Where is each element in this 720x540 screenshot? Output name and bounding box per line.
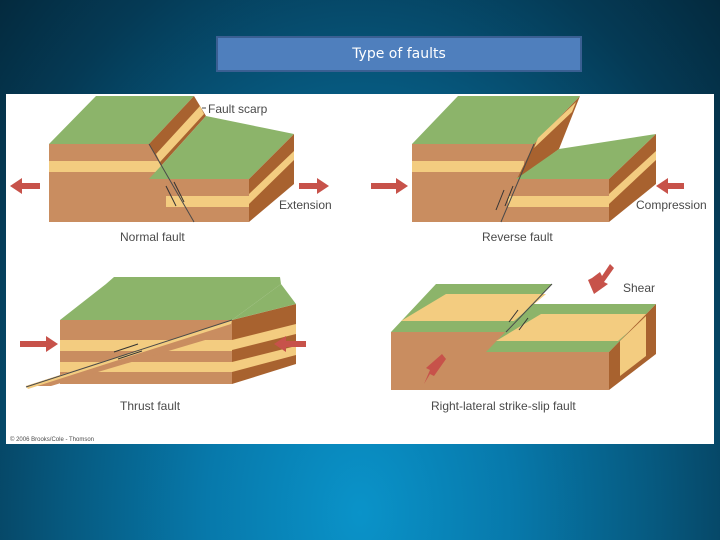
reverse-fault-label: Reverse fault — [482, 230, 553, 244]
normal-fault-label: Normal fault — [120, 230, 185, 244]
compression-arrow-right — [656, 178, 684, 194]
thrust-fault-block — [20, 277, 306, 389]
shear-arrow-lower — [424, 354, 446, 384]
copyright-notice: © 2006 Brooks/Cole - Thomson — [10, 436, 94, 443]
normal-fault-block — [10, 96, 329, 223]
thrust-arrow-right — [274, 336, 306, 352]
faults-figure: Fault scarp Extension Normal fault Compr… — [6, 94, 714, 444]
extension-label: Extension — [279, 198, 332, 212]
compression-arrow-left — [371, 178, 408, 194]
slide-title: Type of faults — [216, 36, 582, 72]
shear-label: Shear — [623, 281, 655, 295]
reverse-fault-block — [371, 96, 684, 223]
faults-diagram: Fault scarp Extension Normal fault Compr… — [10, 96, 707, 443]
strike-slip-fault-block — [391, 264, 656, 390]
shear-arrow-upper — [588, 264, 614, 294]
thrust-arrow-left — [20, 336, 58, 352]
compression-label: Compression — [636, 198, 707, 212]
fault-scarp-label: Fault scarp — [208, 102, 268, 116]
extension-arrow-right — [299, 178, 329, 194]
thrust-fault-label: Thrust fault — [120, 399, 181, 413]
strike-slip-fault-label: Right-lateral strike-slip fault — [431, 399, 576, 413]
extension-arrow-left — [10, 178, 40, 194]
